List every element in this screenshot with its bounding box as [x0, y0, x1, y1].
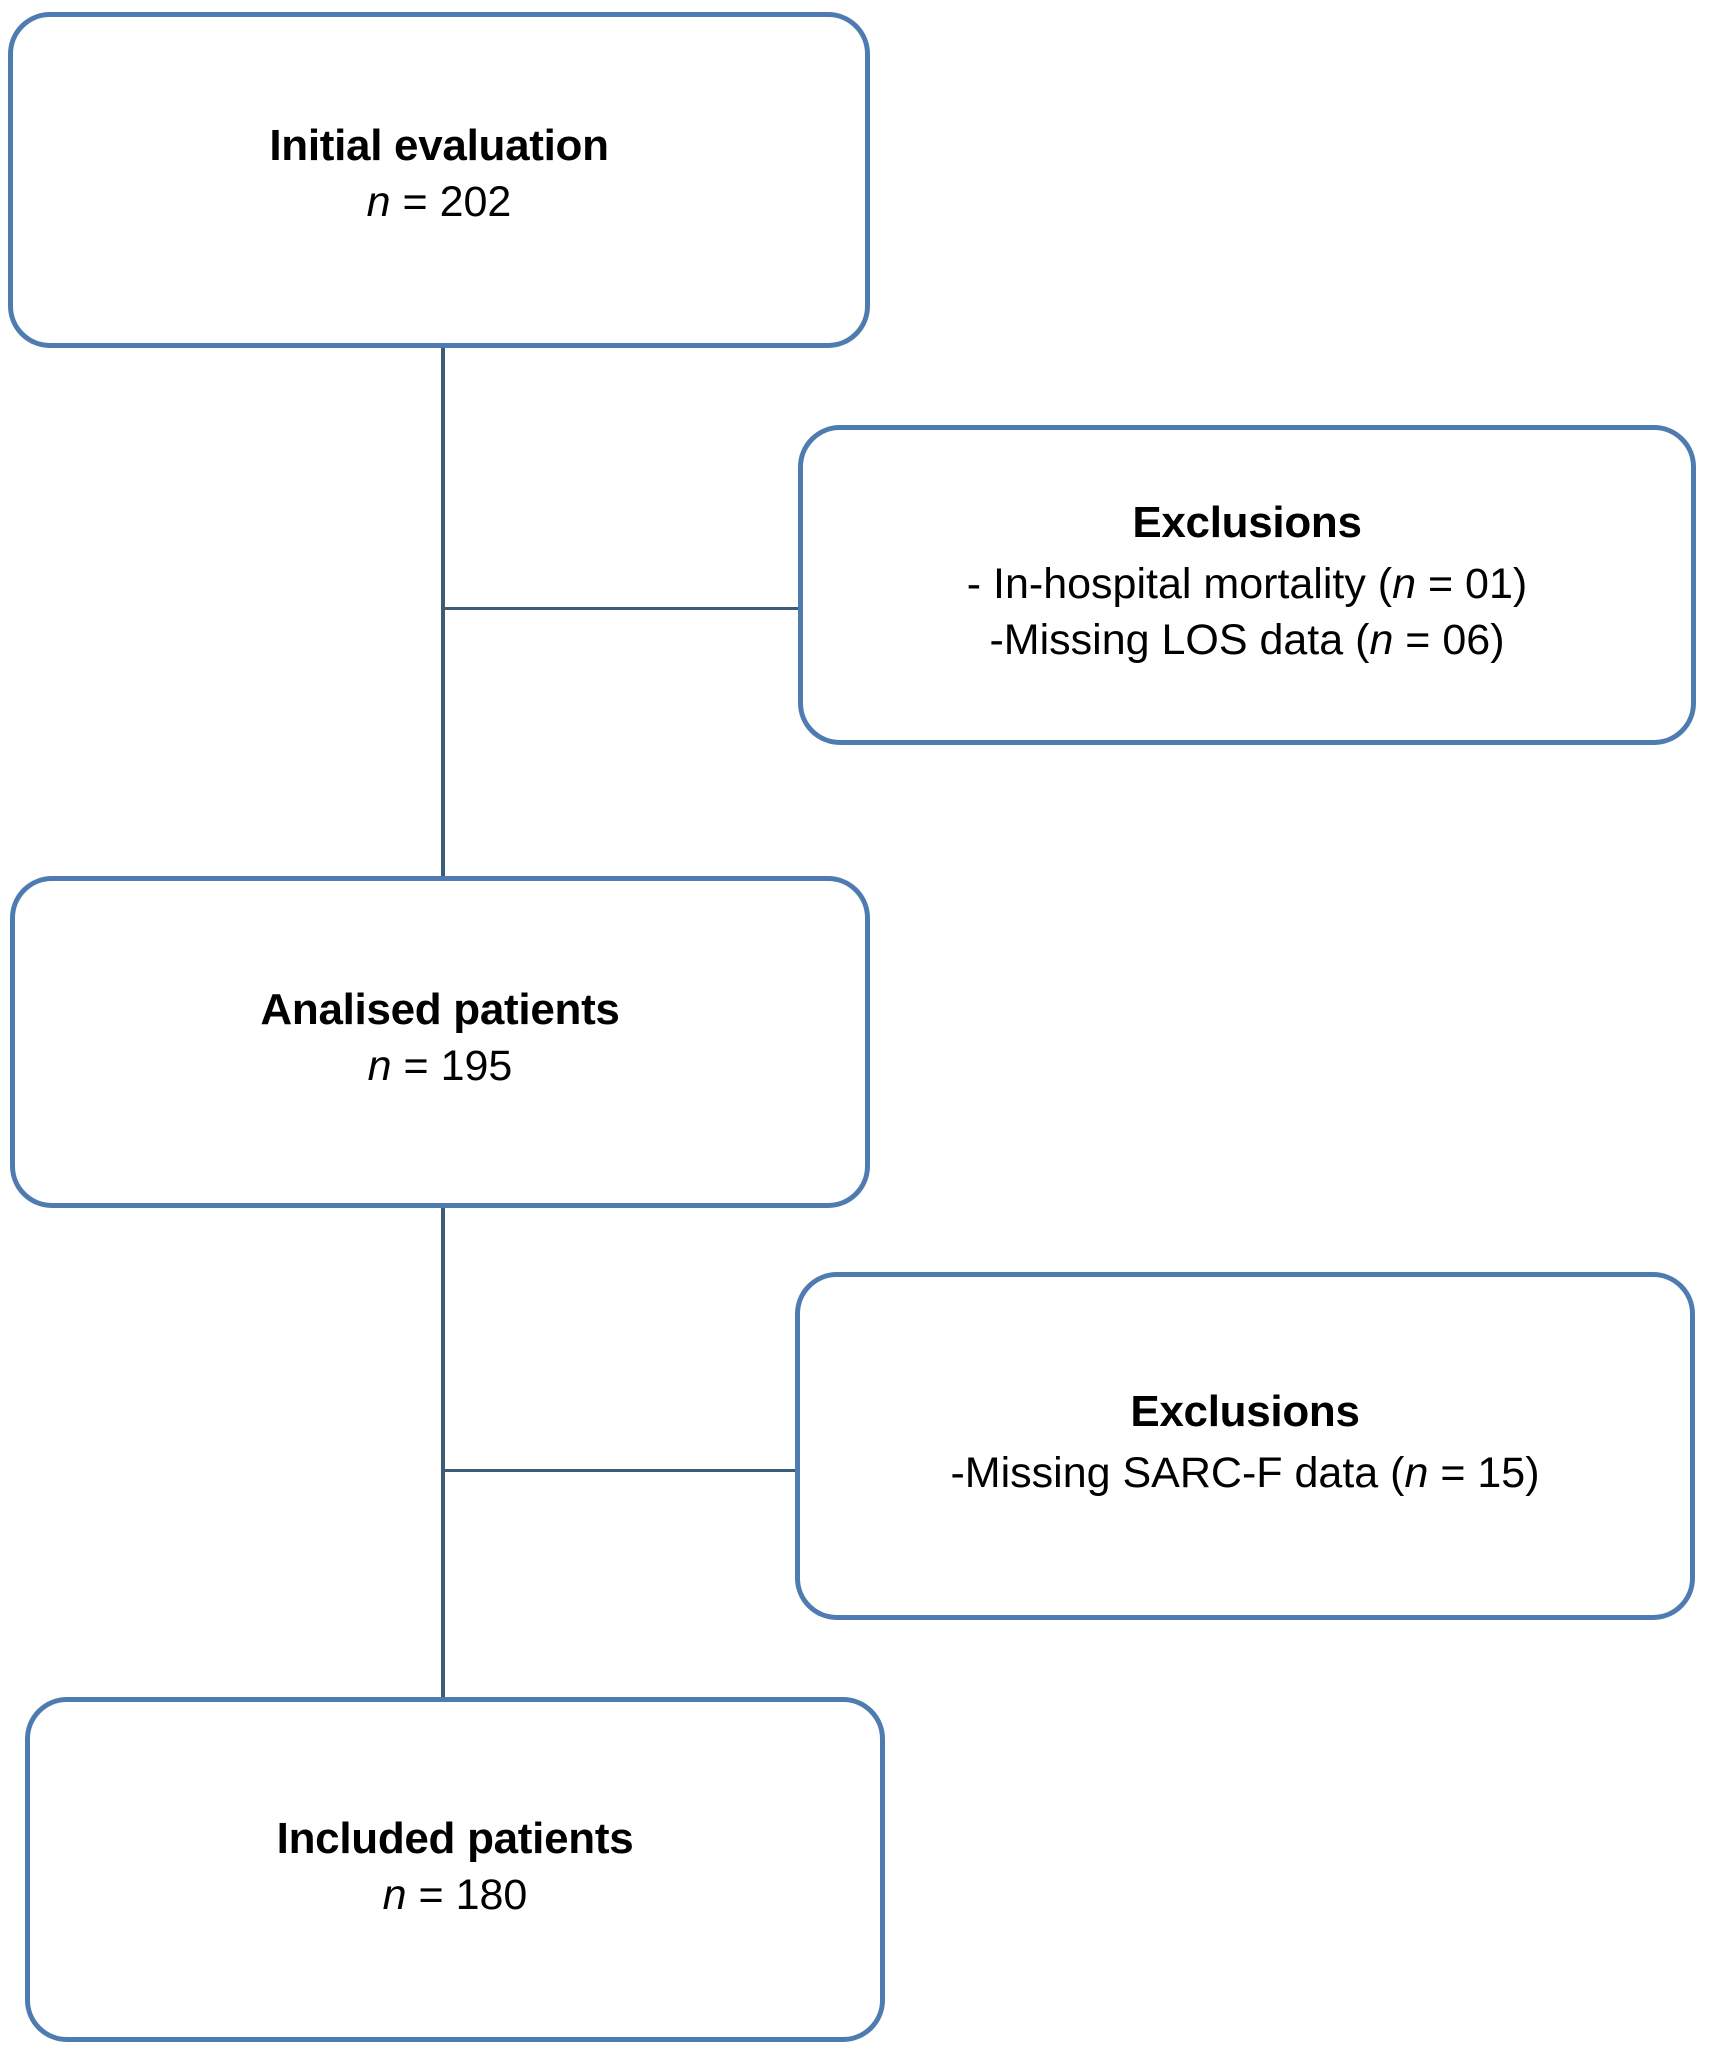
- node-exclusions-first: Exclusions - In-hospital mortality (n = …: [798, 425, 1696, 745]
- n-value: = 06): [1393, 615, 1505, 664]
- n-value: = 01): [1416, 560, 1528, 609]
- node-initial-evaluation: Initial evaluation n = 202: [8, 12, 870, 348]
- node-exclusions-second-title: Exclusions: [1130, 1387, 1360, 1437]
- exclusion-label: -Missing SARC-F data (: [950, 1449, 1405, 1497]
- connector-initial-to-analised: [441, 344, 445, 880]
- n-value: = 180: [406, 1871, 528, 1920]
- node-exclusions-second: Exclusions -Missing SARC-F data (n = 15): [795, 1272, 1695, 1620]
- node-included-patients-title: Included patients: [276, 1814, 634, 1864]
- node-initial-evaluation-count: n = 202: [269, 176, 608, 228]
- node-analised-patients-count: n = 195: [260, 1040, 619, 1092]
- connector-analised-to-included: [441, 1204, 445, 1702]
- node-included-patients-count: n = 180: [277, 1869, 634, 1921]
- exclusion-item-missing-los-data: -Missing LOS data (n = 06): [967, 613, 1527, 669]
- node-analised-patients: Analised patients n = 195: [10, 876, 870, 1208]
- node-initial-evaluation-title: Initial evaluation: [269, 120, 609, 170]
- n-symbol: n: [1369, 615, 1394, 664]
- exclusion-item-missing-sarcf-data: -Missing SARC-F data (n = 15): [950, 1446, 1539, 1502]
- n-symbol: n: [367, 1041, 392, 1090]
- n-value: = 202: [390, 177, 512, 226]
- node-exclusions-first-title: Exclusions: [1132, 498, 1362, 548]
- n-symbol: n: [1404, 1449, 1429, 1497]
- n-symbol: n: [366, 177, 391, 226]
- connector-branch-to-exclusions-2: [441, 1469, 798, 1472]
- exclusion-label: - In-hospital mortality (: [966, 560, 1393, 609]
- node-included-patients: Included patients n = 180: [25, 1697, 885, 2042]
- exclusion-label: -Missing LOS data (: [989, 615, 1370, 664]
- node-analised-patients-title: Analised patients: [260, 984, 620, 1034]
- n-value: = 15): [1428, 1449, 1540, 1497]
- n-value: = 195: [391, 1041, 513, 1090]
- n-symbol: n: [382, 1871, 407, 1920]
- exclusion-item-in-hospital-mortality: - In-hospital mortality (n = 01): [967, 557, 1527, 613]
- n-symbol: n: [1392, 560, 1417, 609]
- connector-branch-to-exclusions-1: [441, 607, 801, 610]
